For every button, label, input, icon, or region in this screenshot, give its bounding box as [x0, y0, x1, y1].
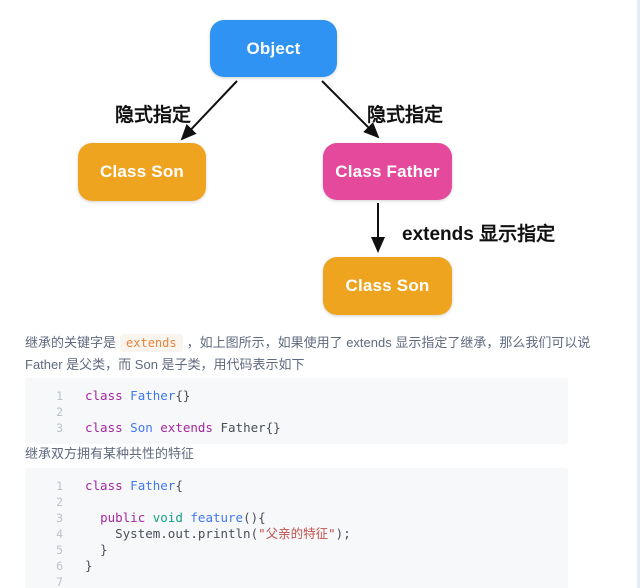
line-number: 3	[56, 421, 63, 435]
paragraph1-prefix: 继承的关键字是	[25, 335, 117, 350]
code-line: 3 class Son extends Father{}	[25, 420, 568, 436]
line-number: 3	[56, 511, 63, 525]
node-class-father: Class Father	[323, 143, 452, 200]
code-text: System.out.println("父亲的特征");	[115, 526, 351, 541]
line-number: 1	[56, 389, 63, 403]
line-number: 6	[56, 559, 63, 573]
code-line: 2	[25, 404, 568, 420]
line-number: 7	[56, 575, 63, 588]
line-number: 2	[56, 405, 63, 419]
node-class-son-left: Class Son	[78, 143, 206, 201]
node-class-son-bottom: Class Son	[323, 257, 452, 315]
code-line: 6}	[25, 558, 568, 574]
code-text: public void feature(){	[100, 510, 266, 525]
code-text: }	[85, 558, 93, 573]
code-line: 4 System.out.println("父亲的特征");	[25, 526, 568, 542]
line-number: 4	[56, 527, 63, 541]
code-block-extends-example[interactable]: 1 class Father{} 2 3 class Son extends Fathe…	[25, 378, 568, 444]
page-scrollbar-track[interactable]	[637, 0, 640, 588]
inline-code-extends: extends	[120, 334, 183, 352]
line-number: 5	[56, 543, 63, 557]
line-number: 2	[56, 495, 63, 509]
code-line: 1 class Father{}	[25, 388, 568, 404]
edge-label-implicit-left: 隐式指定	[115, 105, 192, 126]
paragraph-common-feature: 继承双方拥有某种共性的特征	[25, 446, 195, 461]
code-text: }	[85, 542, 108, 557]
paragraph1-suffix: ，如上图所示，如果使用了 extends 显示指定了继承，那么我们可以说 Fat…	[25, 335, 591, 372]
code-text: class Son extends Father{}	[85, 420, 281, 435]
code-line: 5 }	[25, 542, 568, 558]
line-number: 1	[56, 479, 63, 493]
edge-label-extends: extends 显示指定	[402, 224, 556, 245]
edge-label-implicit-right: 隐式指定	[367, 105, 444, 126]
inheritance-diagram: Object Class Son Class Father Class Son …	[78, 20, 556, 315]
node-object: Object	[210, 20, 337, 77]
code-line: 7	[25, 574, 568, 588]
code-line: 3 public void feature(){	[25, 510, 568, 526]
code-line: 1 class Father{	[25, 478, 568, 494]
code-text: class Father{}	[85, 388, 191, 403]
code-text: class Father{	[85, 478, 183, 493]
code-line: 2	[25, 494, 568, 510]
